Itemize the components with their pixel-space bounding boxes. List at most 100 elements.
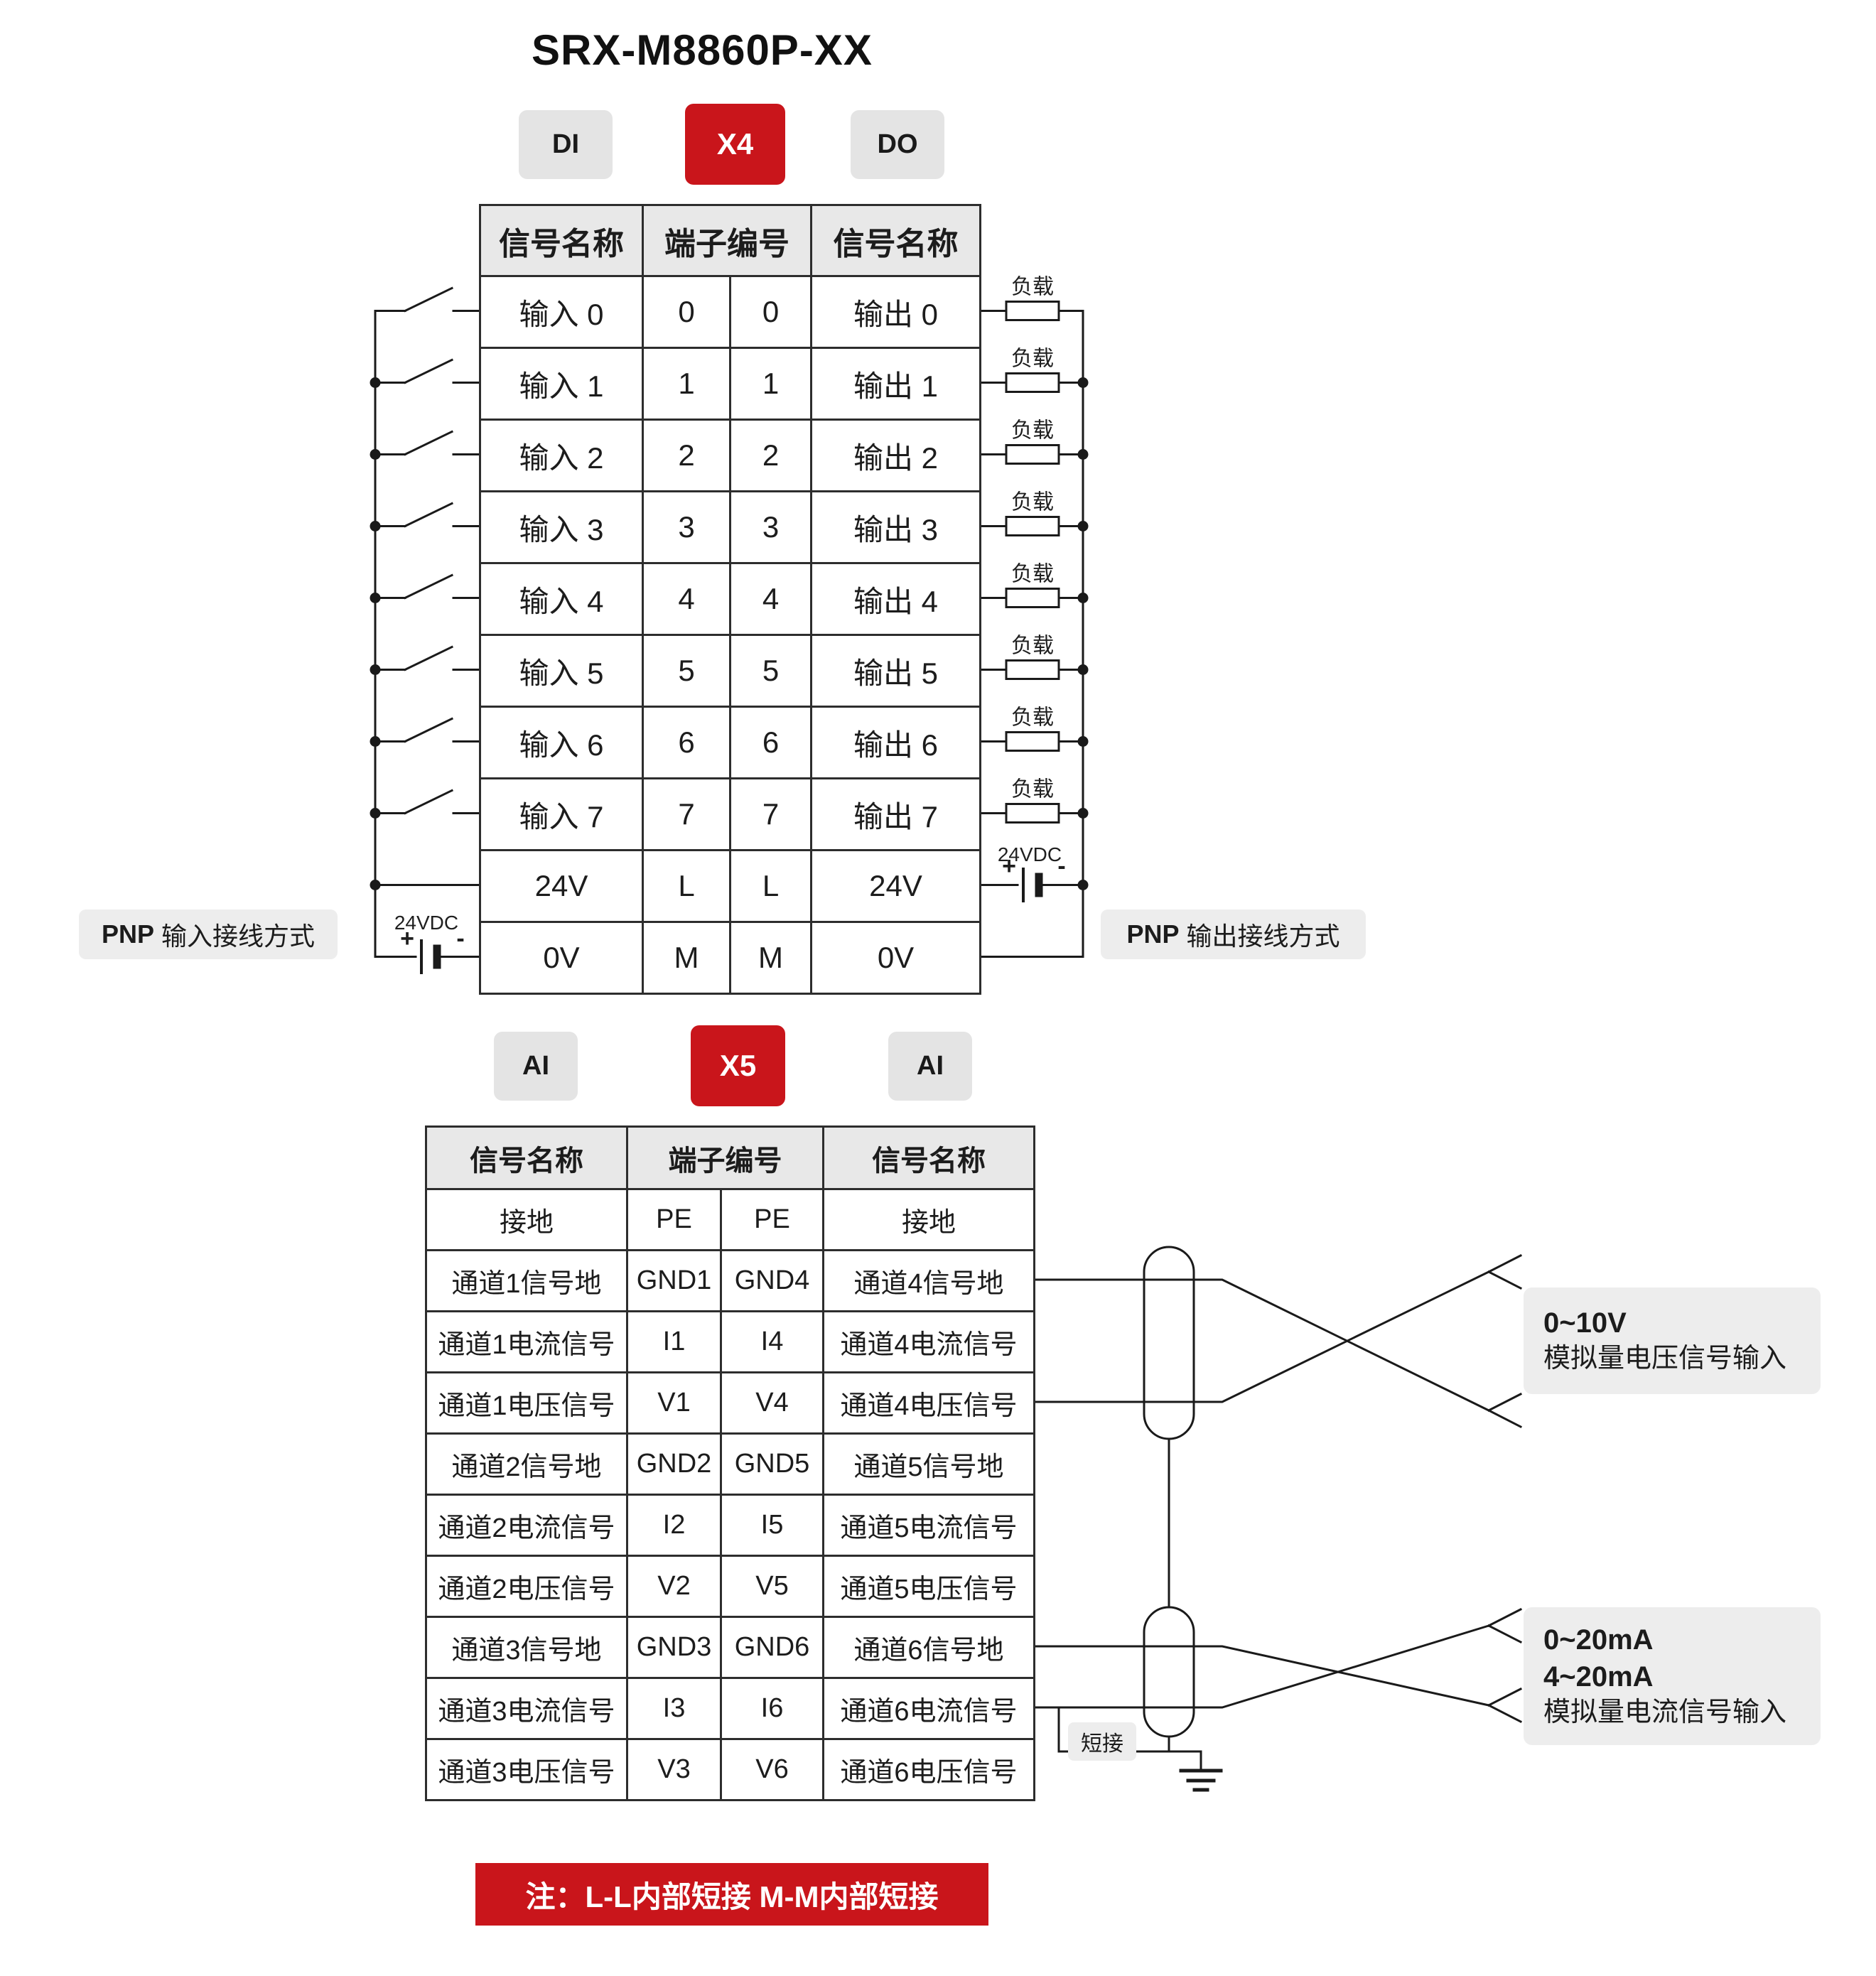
- cell-right: 通道4电压信号: [822, 1371, 1035, 1435]
- cell-left: 输入 2: [479, 419, 644, 492]
- output-loads: [978, 301, 1084, 824]
- cell-right: 通道6电压信号: [822, 1738, 1035, 1801]
- load-label: 负载: [1011, 419, 1054, 443]
- left-bus-junction-dots: [370, 377, 381, 890]
- cell-tl: I3: [626, 1677, 722, 1740]
- x5-header-signal-left: 信号名称: [425, 1125, 628, 1190]
- x5-header-signal-right: 信号名称: [822, 1125, 1035, 1190]
- voltage-signal-note: 0~10V 模拟量电压信号输入: [1524, 1287, 1821, 1394]
- cell-right: 输出 6: [810, 706, 981, 779]
- right-bus-junction-dots: [1077, 377, 1089, 890]
- cell-tl: 3: [642, 490, 731, 564]
- cell-right: 通道5电流信号: [822, 1494, 1035, 1557]
- left-minus-sign: -: [456, 925, 464, 952]
- cell-tl: 1: [642, 347, 731, 421]
- cell-right: 通道6电流信号: [822, 1677, 1035, 1740]
- cell-left: 通道2信号地: [425, 1432, 628, 1496]
- cell-tl: GND3: [626, 1616, 722, 1679]
- x5-header-terminal: 端子编号: [626, 1125, 824, 1190]
- cell-tl: 7: [642, 777, 731, 851]
- cell-right: 输出 3: [810, 490, 981, 564]
- short-circuit-label: 短接: [1068, 1722, 1136, 1761]
- load-label: 负载: [1011, 706, 1054, 730]
- cell-tr: 3: [729, 490, 812, 564]
- cell-tl: V1: [626, 1371, 722, 1435]
- cell-tl: PE: [626, 1188, 722, 1251]
- cell-tr: 7: [729, 777, 812, 851]
- badge-do: DO: [851, 110, 944, 179]
- x4-header-signal-left: 信号名称: [479, 204, 644, 277]
- x4-header-signal-right: 信号名称: [810, 204, 981, 277]
- pnp-output-note: PNP 输出接线方式: [1101, 909, 1366, 959]
- right-plus-sign: +: [1002, 853, 1016, 880]
- cell-left: 通道1电流信号: [425, 1310, 628, 1373]
- cell-right: 输出 2: [810, 419, 981, 492]
- load-label: 负载: [1011, 347, 1054, 371]
- cell-tl: I1: [626, 1310, 722, 1373]
- pnp-output-note-bold: PNP: [1126, 919, 1180, 949]
- input-switches: [374, 286, 480, 815]
- cell-right: 输出 4: [810, 562, 981, 636]
- cell-tl: V2: [626, 1555, 722, 1618]
- cell-tl: 6: [642, 706, 731, 779]
- cell-tl: M: [642, 921, 731, 995]
- cell-left: 通道3信号地: [425, 1616, 628, 1679]
- cell-right: 输出 5: [810, 634, 981, 708]
- cell-right: 24V: [810, 849, 981, 923]
- badge-ai-left: AI: [494, 1032, 578, 1101]
- cell-tr: I6: [720, 1677, 824, 1740]
- x4-header-row: 信号名称 端子编号 信号名称: [479, 204, 981, 277]
- load-label: 负载: [1011, 276, 1054, 299]
- load-label: 负载: [1011, 563, 1054, 586]
- bottom-note: 注：L-L内部短接 M-M内部短接: [475, 1863, 988, 1926]
- cell-right: 通道5信号地: [822, 1432, 1035, 1496]
- voltage-signal-desc: 模拟量电压信号输入: [1543, 1344, 1787, 1374]
- cell-left: 输入 1: [479, 347, 644, 421]
- cell-right: 通道4电流信号: [822, 1310, 1035, 1373]
- x4-header-terminal: 端子编号: [642, 204, 812, 277]
- cell-right: 输出 0: [810, 275, 981, 349]
- load-labels: 负载 负载 负载 负载 负载 负载 负载 负载: [1011, 276, 1054, 801]
- cell-tl: 5: [642, 634, 731, 708]
- cell-left: 通道2电流信号: [425, 1494, 628, 1557]
- current-twisted-pair: [1033, 1606, 1523, 1738]
- cell-tr: PE: [720, 1188, 824, 1251]
- di-input-bus: [374, 310, 480, 974]
- cell-tl: GND2: [626, 1432, 722, 1496]
- cell-left: 通道3电压信号: [425, 1738, 628, 1801]
- cell-right: 通道4信号地: [822, 1249, 1035, 1312]
- cell-tr: 0: [729, 275, 812, 349]
- cell-right: 输出 1: [810, 347, 981, 421]
- left-supply-label: 24VDC: [394, 912, 458, 934]
- badge-x4: X4: [685, 104, 785, 185]
- cell-tr: I4: [720, 1310, 824, 1373]
- load-label: 负载: [1011, 635, 1054, 658]
- cell-left: 通道2电压信号: [425, 1555, 628, 1618]
- cell-tr: V4: [720, 1371, 824, 1435]
- cell-left: 输入 5: [479, 634, 644, 708]
- cell-right: 通道5电压信号: [822, 1555, 1035, 1618]
- cell-tl: 4: [642, 562, 731, 636]
- voltage-range-label: 0~10V: [1543, 1307, 1627, 1339]
- cell-tr: 4: [729, 562, 812, 636]
- pnp-input-note-bold: PNP: [101, 919, 154, 949]
- cell-tr: 6: [729, 706, 812, 779]
- cell-left: 接地: [425, 1188, 628, 1251]
- cell-left: 输入 3: [479, 490, 644, 564]
- cell-left: 输入 4: [479, 562, 644, 636]
